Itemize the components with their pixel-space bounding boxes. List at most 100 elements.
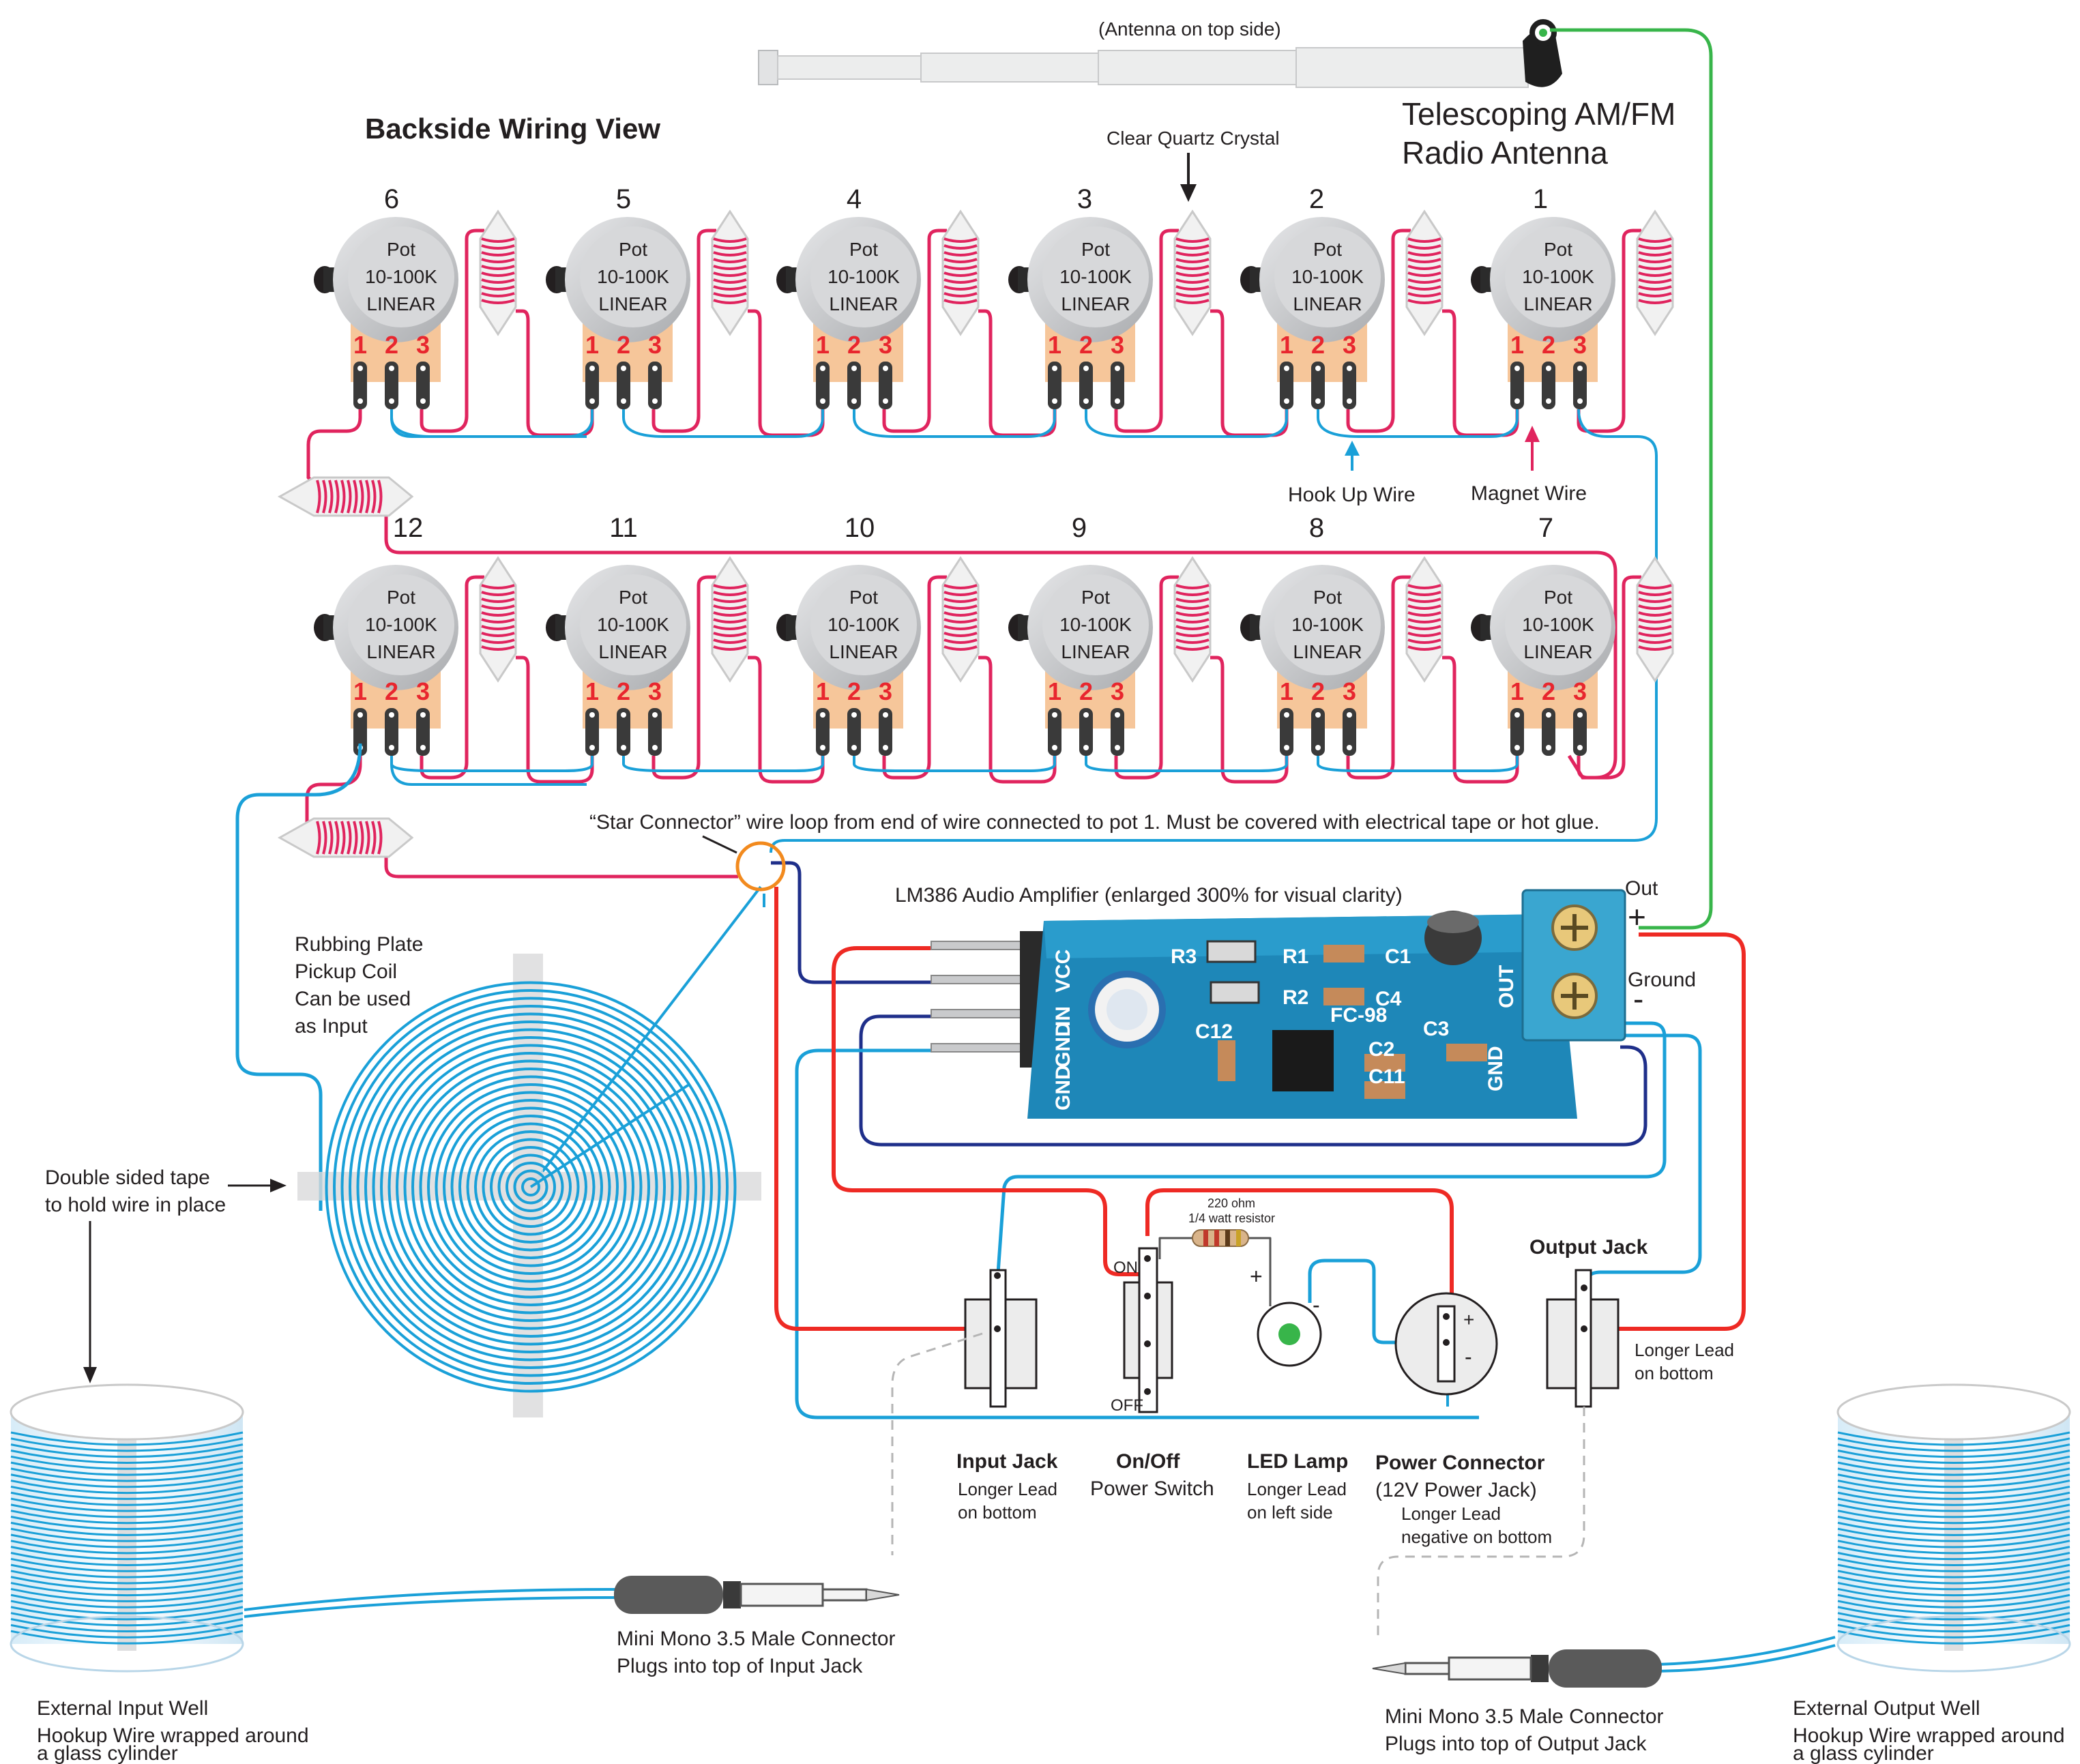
lm386-board: GND GND IN VCC R3 R1 R2 C1 C4 C12 C2 C3 …: [931, 889, 1626, 1119]
pot-label: 10-100K: [1522, 266, 1594, 287]
output-jack: [1546, 1269, 1620, 1408]
ext-out-line-2: Hookup Wire wrapped around: [1793, 1724, 2065, 1747]
hookup-arrow: [1345, 441, 1360, 471]
pin-number: 3: [879, 677, 892, 705]
pin-number: 2: [1542, 331, 1555, 359]
pot-number: 3: [1077, 184, 1092, 214]
switch-on-label: ON: [1113, 1259, 1138, 1277]
antenna-graphic: [758, 19, 1562, 88]
pin-number: 1: [816, 677, 830, 705]
power-line-1: (12V Power Jack): [1375, 1479, 1537, 1501]
pot-label: LINEAR: [1061, 293, 1130, 314]
pot-label: LINEAR: [1293, 293, 1362, 314]
pot-label: Pot: [1081, 239, 1110, 260]
tape-label-2: to hold wire in place: [45, 1194, 226, 1216]
led-line-2: on left side: [1247, 1502, 1333, 1523]
antenna-note: (Antenna on top side): [1098, 18, 1281, 40]
pin-number: 3: [1111, 677, 1124, 705]
pot-number: 11: [609, 513, 638, 543]
crystal-coil: [941, 209, 980, 336]
hookup-wire-label: Hook Up Wire: [1288, 484, 1416, 506]
pot-label: Pot: [1081, 587, 1110, 608]
pot-label: LINEAR: [366, 293, 435, 314]
pot-label: Pot: [849, 239, 878, 260]
power-line-3: negative on bottom: [1401, 1527, 1552, 1547]
power-title: Power Connector: [1375, 1452, 1545, 1474]
crystal-coil: [479, 209, 517, 336]
out-plus: +: [1628, 899, 1646, 935]
board-part-label: OUT: [1495, 965, 1518, 1008]
pin-number: 1: [1048, 331, 1061, 359]
pot-label: 10-100K: [827, 266, 900, 287]
tape-arrows: [83, 1179, 287, 1383]
amp-label: LM386 Audio Amplifier (enlarged 300% for…: [895, 884, 1403, 907]
pin-number: 2: [1311, 677, 1325, 705]
power-plus: +: [1463, 1309, 1474, 1330]
pot-number: 2: [1309, 184, 1324, 214]
resistor: [1192, 1229, 1249, 1247]
glass-cylinder-well: [1836, 1383, 2071, 1673]
power-connector: [1394, 1292, 1498, 1396]
pin-number: 2: [1542, 677, 1555, 705]
pin-number: 3: [1343, 677, 1356, 705]
ext-out-line-1: External Output Well: [1793, 1697, 1980, 1720]
board-pin-label: GND: [1052, 1065, 1074, 1111]
pin-number: 3: [648, 677, 662, 705]
pin-number: 1: [585, 331, 599, 359]
led-line-1: Longer Lead: [1247, 1479, 1347, 1499]
ext-in-line-1: External Input Well: [37, 1697, 208, 1720]
ground-label: Ground: [1628, 969, 1696, 991]
led-minus: -: [1313, 1293, 1320, 1317]
pot-label: Pot: [849, 587, 878, 608]
pot-label: Pot: [1544, 587, 1572, 608]
board-part-label: C4: [1375, 988, 1402, 1010]
board-part-label: C2: [1368, 1038, 1394, 1061]
star-connector-ring: [735, 841, 786, 892]
crystal-coil: [1636, 209, 1674, 336]
power-minus: -: [1465, 1344, 1472, 1369]
pot-label: Pot: [1313, 239, 1342, 260]
crystal-arrow: [1180, 153, 1197, 202]
input-jack-line-2: on bottom: [958, 1502, 1037, 1523]
ext-in-line-2: Hookup Wire wrapped around: [37, 1724, 309, 1747]
coil-label-3: Can be used: [295, 988, 411, 1010]
ext-out-line-3: a glass cylinder: [1793, 1742, 1934, 1764]
board-pin-label: VCC: [1052, 950, 1074, 993]
pot-label: 10-100K: [365, 614, 437, 635]
pot-label: Pot: [387, 587, 415, 608]
pin-number: 2: [385, 331, 398, 359]
pin-number: 2: [847, 677, 861, 705]
pot-number: 1: [1533, 184, 1548, 214]
pot-label: 10-100K: [1059, 266, 1132, 287]
mini-in-line-1: Mini Mono 3.5 Male Connector: [617, 1628, 896, 1650]
ground-minus: -: [1633, 981, 1643, 1016]
pot-number: 5: [616, 184, 631, 214]
tape-label-1: Double sided tape: [45, 1166, 210, 1189]
pin-number: 2: [385, 677, 398, 705]
out-label: Out: [1625, 877, 1658, 900]
crystal-coil: [1405, 556, 1444, 683]
pot-label: Pot: [619, 587, 647, 608]
ext-in-line-3: a glass cylinder: [37, 1742, 178, 1764]
pot-label: Pot: [1544, 239, 1572, 260]
diagram-title: Backside Wiring View: [365, 113, 660, 145]
pin-number: 2: [1079, 677, 1093, 705]
pot-label: LINEAR: [829, 293, 898, 314]
antenna-label-2: Radio Antenna: [1402, 135, 1608, 171]
switch-off-label: OFF: [1111, 1396, 1143, 1415]
magnet-wire-label: Magnet Wire: [1471, 482, 1587, 505]
pin-number: 1: [1510, 677, 1524, 705]
led-lamp: [1257, 1302, 1322, 1367]
mini-in-line-2: Plugs into top of Input Jack: [617, 1655, 863, 1677]
crystal-coil: [941, 556, 980, 683]
pin-number: 3: [1573, 677, 1587, 705]
led-title: LED Lamp: [1247, 1450, 1348, 1473]
magnet-arrow: [1525, 426, 1540, 471]
